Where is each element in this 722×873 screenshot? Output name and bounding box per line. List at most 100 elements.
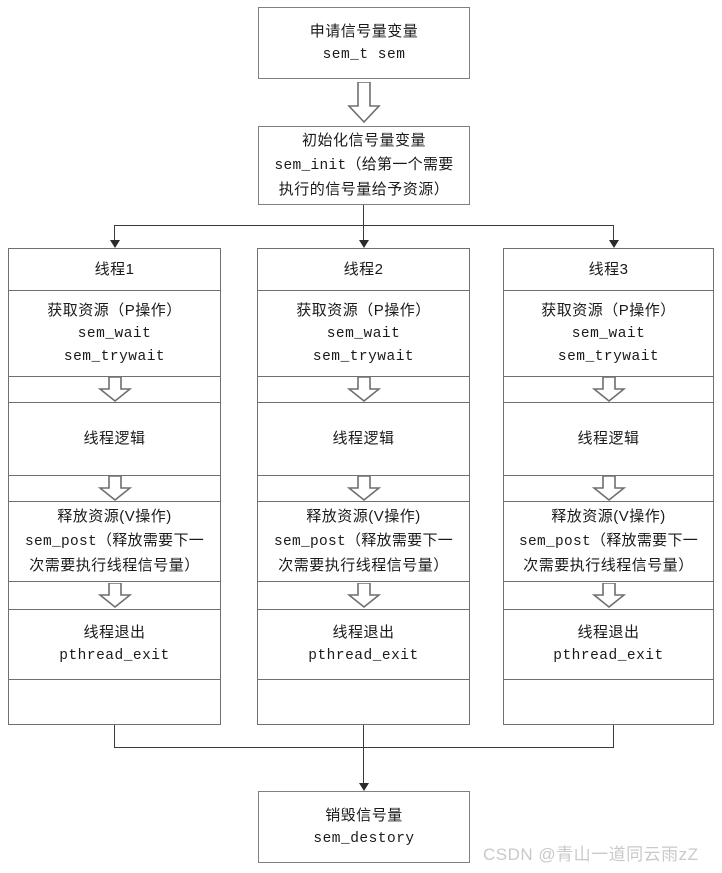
thread-2-acquire-cell[interactable]: 获取资源（P操作） sem_wait sem_trywait: [258, 291, 469, 377]
arrowhead-thread1: [110, 240, 120, 248]
thread-1-acquire-cell[interactable]: 获取资源（P操作） sem_wait sem_trywait: [9, 291, 220, 377]
thread-column-1[interactable]: 线程1 获取资源（P操作） sem_wait sem_trywait 线程逻辑 …: [8, 248, 221, 725]
block-arrow-down-icon: [346, 475, 381, 501]
thread-1-acquire-line1: 获取资源（P操作）: [47, 301, 182, 319]
block-arrow-down-icon: [346, 582, 381, 608]
thread-3-acquire-line2: sem_wait: [571, 325, 646, 342]
thread-3-acquire-line3: sem_trywait: [557, 348, 660, 365]
thread-2-header-cell: 线程2: [258, 249, 469, 291]
thread-3-release-line2: sem_post（释放需要下一: [519, 529, 698, 554]
node-init-semaphore-note: （给第一个需要: [346, 156, 454, 173]
thread-1-release-line3: 次需要执行线程信号量）: [29, 557, 200, 574]
thread-2-release-cell[interactable]: 释放资源(V操作) sem_post（释放需要下一 次需要执行线程信号量）: [258, 502, 469, 582]
thread-2-acquire-line3: sem_trywait: [312, 348, 415, 365]
connector-fanin-bus: [114, 747, 614, 748]
thread-3-logic-label: 线程逻辑: [577, 430, 640, 447]
connector-riser-thread1: [114, 725, 115, 747]
thread-3-exit-line1: 线程退出: [577, 624, 640, 641]
thread-1-exit-line1: 线程退出: [83, 624, 146, 641]
thread-3-release-note: （释放需要下一: [590, 532, 699, 549]
connector-drop-thread3: [613, 225, 614, 242]
thread-1-exit-line2: pthread_exit: [59, 648, 170, 664]
thread-1-acquire-line2: sem_wait: [77, 325, 152, 342]
thread-3-exit-cell[interactable]: 线程退出 pthread_exit: [504, 610, 713, 680]
thread-2-release-line3: 次需要执行线程信号量）: [278, 557, 449, 574]
block-arrow-down-icon: [97, 376, 132, 402]
block-arrow-down-icon: [97, 475, 132, 501]
thread-column-2[interactable]: 线程2 获取资源（P操作） sem_wait sem_trywait 线程逻辑 …: [257, 248, 470, 725]
thread-1-release-note: （释放需要下一: [96, 532, 205, 549]
block-arrow-down-icon: [346, 376, 381, 402]
thread-2-release-note: （释放需要下一: [345, 532, 454, 549]
arrowhead-destroy: [359, 783, 369, 791]
block-arrow-create-to-init: [347, 82, 381, 124]
node-init-semaphore-line2: sem_init（给第一个需要: [274, 153, 453, 178]
connector-drop-thread2: [363, 225, 364, 242]
thread-1-sep-logic-release: [9, 475, 220, 502]
connector-init-stem: [363, 205, 364, 225]
block-arrow-down-icon: [591, 475, 626, 501]
thread-1-sep-acquire-logic: [9, 376, 220, 403]
thread-1-header-label: 线程1: [94, 260, 135, 278]
thread-2-footer-cell: [258, 680, 469, 722]
thread-1-footer-cell: [9, 680, 220, 722]
csdn-watermark: CSDN @青山一道同云雨zZ: [483, 845, 699, 864]
thread-column-3[interactable]: 线程3 获取资源（P操作） sem_wait sem_trywait 线程逻辑 …: [503, 248, 714, 725]
thread-2-logic-label: 线程逻辑: [332, 430, 395, 447]
thread-1-release-cell[interactable]: 释放资源(V操作) sem_post（释放需要下一 次需要执行线程信号量）: [9, 502, 220, 582]
thread-2-sep-release-exit: [258, 582, 469, 610]
thread-2-acquire-line2: sem_wait: [326, 325, 401, 342]
thread-2-release-line2: sem_post（释放需要下一: [274, 529, 453, 554]
thread-3-acquire-line1: 获取资源（P操作）: [541, 301, 676, 319]
node-destroy-semaphore[interactable]: 销毁信号量 sem_destory: [258, 791, 470, 863]
block-arrow-down-icon: [591, 376, 626, 402]
thread-3-acquire-cell[interactable]: 获取资源（P操作） sem_wait sem_trywait: [504, 291, 713, 377]
thread-2-exit-cell[interactable]: 线程退出 pthread_exit: [258, 610, 469, 680]
thread-2-sep-logic-release: [258, 475, 469, 502]
thread-2-header-label: 线程2: [343, 260, 384, 278]
connector-drop-thread1: [114, 225, 115, 242]
thread-3-footer-cell: [504, 680, 713, 722]
block-arrow-down-icon: [591, 582, 626, 608]
thread-1-exit-cell[interactable]: 线程退出 pthread_exit: [9, 610, 220, 680]
node-create-semaphore-line1: 申请信号量变量: [309, 22, 419, 40]
thread-2-exit-line1: 线程退出: [332, 624, 395, 641]
thread-3-release-line3: 次需要执行线程信号量）: [523, 557, 694, 574]
node-init-semaphore[interactable]: 初始化信号量变量 sem_init（给第一个需要 执行的信号量给予资源）: [258, 126, 470, 205]
node-create-semaphore-line2: sem_t sem: [322, 46, 406, 63]
block-arrow-down-icon: [97, 582, 132, 608]
thread-1-release-line2: sem_post（释放需要下一: [25, 529, 204, 554]
thread-2-logic-cell[interactable]: 线程逻辑: [258, 403, 469, 476]
arrowhead-thread3: [609, 240, 619, 248]
thread-1-header-cell: 线程1: [9, 249, 220, 291]
thread-3-header-label: 线程3: [588, 260, 629, 278]
thread-1-logic-label: 线程逻辑: [83, 430, 146, 447]
thread-3-release-line1: 释放资源(V操作): [551, 508, 666, 525]
thread-1-sep-release-exit: [9, 582, 220, 610]
thread-3-header-cell: 线程3: [504, 249, 713, 291]
node-create-semaphore[interactable]: 申请信号量变量 sem_t sem: [258, 7, 470, 79]
thread-3-exit-line2: pthread_exit: [553, 648, 664, 664]
node-init-semaphore-func: sem_init: [274, 158, 347, 174]
thread-3-release-cell[interactable]: 释放资源(V操作) sem_post（释放需要下一 次需要执行线程信号量）: [504, 502, 713, 582]
node-init-semaphore-line3: 执行的信号量给予资源）: [278, 181, 450, 198]
connector-fanout-bus: [114, 225, 614, 226]
node-destroy-semaphore-line1: 销毁信号量: [325, 806, 403, 824]
thread-3-release-func: sem_post: [518, 534, 591, 550]
node-init-semaphore-line1: 初始化信号量变量: [301, 132, 426, 149]
thread-2-release-func: sem_post: [273, 534, 346, 550]
thread-1-release-line1: 释放资源(V操作): [57, 508, 172, 525]
thread-3-sep-acquire-logic: [504, 376, 713, 403]
connector-merge-stem: [363, 725, 364, 785]
thread-1-release-func: sem_post: [24, 534, 97, 550]
thread-3-sep-release-exit: [504, 582, 713, 610]
thread-3-sep-logic-release: [504, 475, 713, 502]
thread-3-logic-cell[interactable]: 线程逻辑: [504, 403, 713, 476]
thread-2-acquire-line1: 获取资源（P操作）: [296, 301, 431, 319]
arrowhead-thread2: [359, 240, 369, 248]
thread-1-logic-cell[interactable]: 线程逻辑: [9, 403, 220, 476]
connector-riser-thread3: [613, 725, 614, 747]
node-destroy-semaphore-line2: sem_destory: [313, 830, 415, 847]
thread-1-acquire-line3: sem_trywait: [63, 348, 166, 365]
